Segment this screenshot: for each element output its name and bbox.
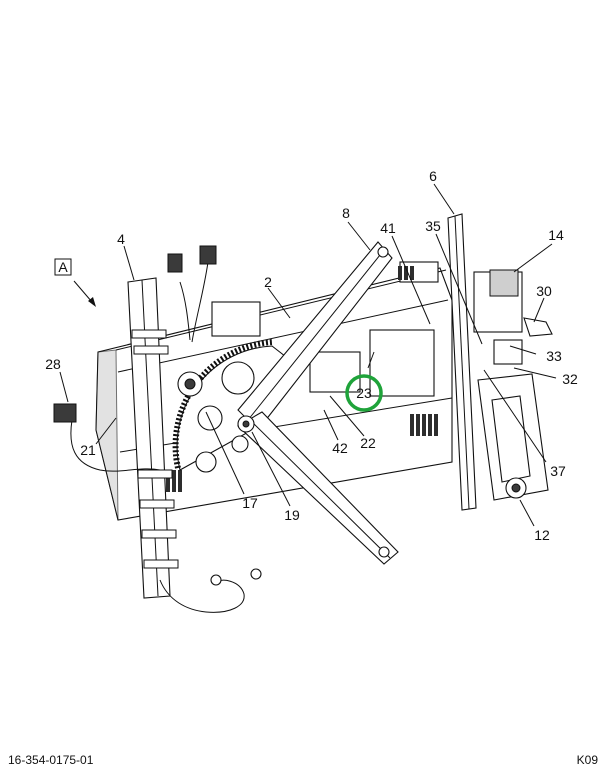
right-guide-rail	[447, 213, 477, 511]
leader-lines	[59, 183, 557, 527]
callout-42: 42	[332, 440, 348, 456]
callout-28: 28	[45, 356, 61, 372]
harness-connector-left	[53, 403, 77, 423]
callout-22: 22	[360, 435, 376, 451]
callout-12: 12	[534, 527, 550, 543]
callout-32: 32	[562, 371, 578, 387]
lift-arm-short	[237, 411, 399, 565]
callout-33: 33	[546, 348, 562, 364]
callout-37: 37	[550, 463, 566, 479]
harness-connector-end	[210, 568, 262, 586]
callout-8: 8	[342, 205, 350, 221]
sector-gear	[172, 339, 291, 473]
callout-2: 2	[264, 274, 272, 290]
harness-connector-top	[167, 245, 217, 273]
drive-motor	[177, 371, 203, 397]
latch-assembly	[473, 269, 553, 365]
page-code: K09	[576, 753, 598, 767]
handle-bracket	[477, 373, 549, 501]
callout-35: 35	[425, 218, 441, 234]
callout-23: 23	[356, 385, 372, 401]
arm-pivot	[237, 415, 255, 433]
wiring-harness	[70, 261, 245, 613]
left-guide-rail	[127, 277, 179, 599]
callout-4: 4	[117, 231, 125, 247]
callout-highlight-23	[345, 374, 383, 412]
callout-30: 30	[536, 283, 552, 299]
view-a-label: A	[58, 259, 68, 275]
callout-41: 41	[380, 220, 396, 236]
callout-17: 17	[242, 495, 258, 511]
callout-21: 21	[80, 442, 96, 458]
document-number: 16-354-0175-01	[8, 753, 94, 767]
callout-19: 19	[284, 507, 300, 523]
callout-labels: 2 4 6 8 12 14 17 19 21 22 23 28 30 32 33…	[45, 168, 578, 543]
callout-6: 6	[429, 168, 437, 184]
view-a-indicator: A	[54, 258, 96, 307]
callout-14: 14	[548, 227, 564, 243]
